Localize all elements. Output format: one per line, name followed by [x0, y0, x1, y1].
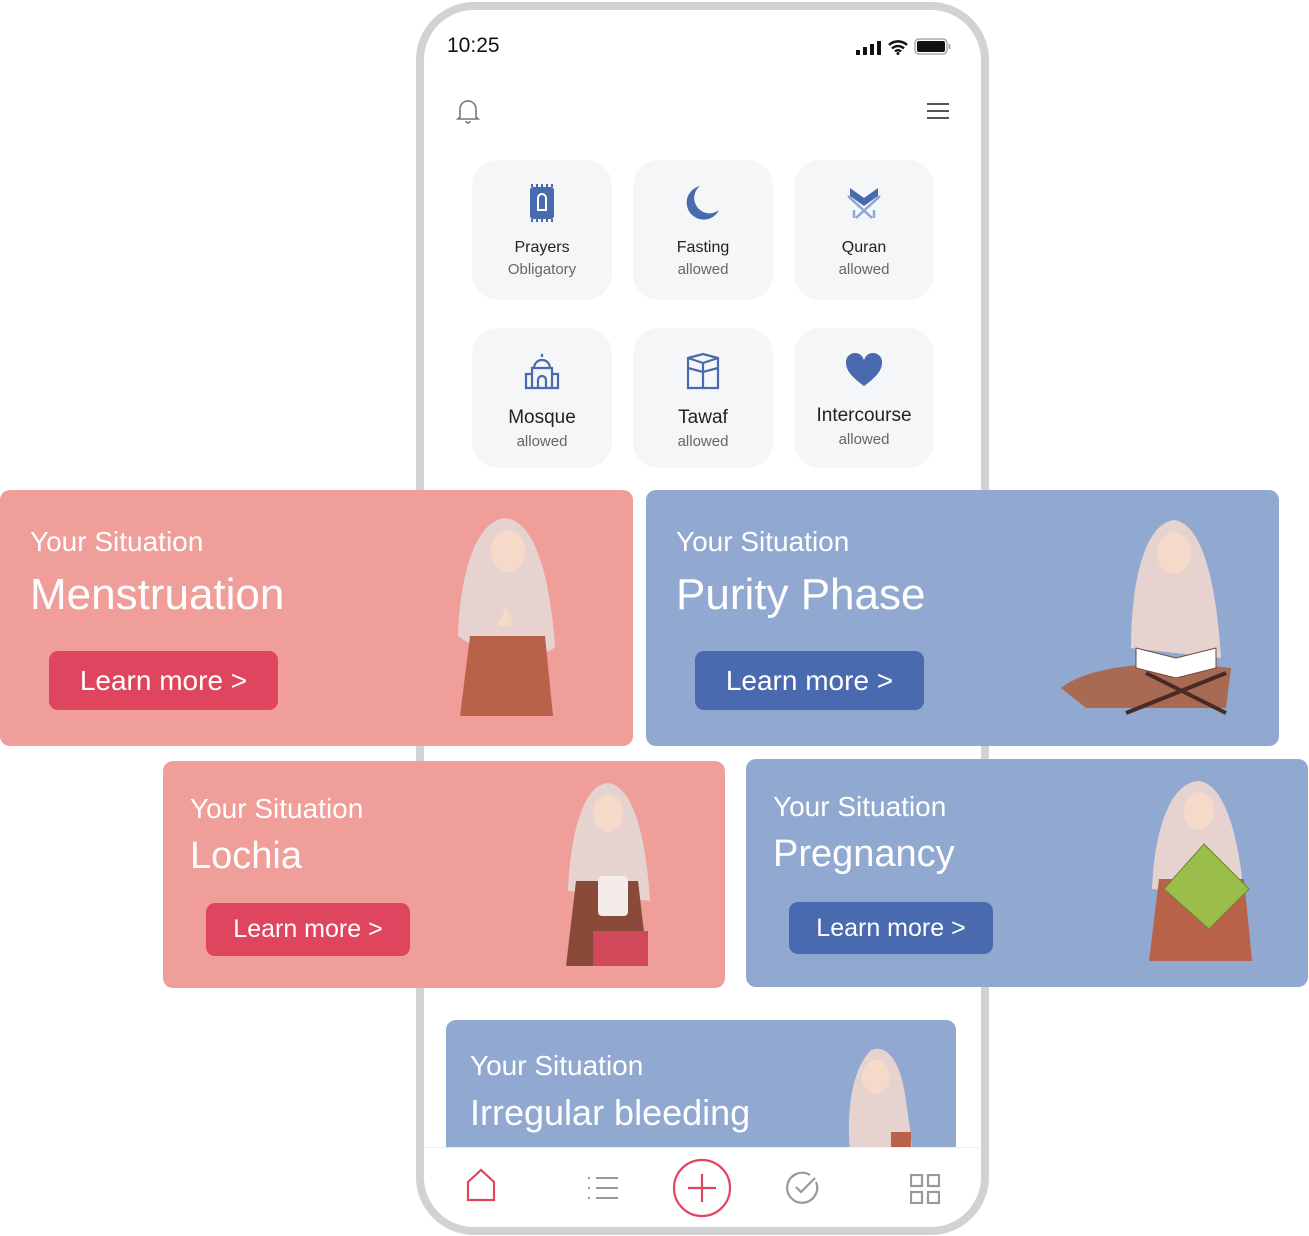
status-icons: [856, 38, 952, 55]
signal-icon: [856, 41, 881, 55]
bell-icon[interactable]: [456, 98, 480, 124]
status-time: 10:25: [447, 34, 500, 57]
bottom-nav: [424, 1147, 980, 1227]
grid-icon[interactable]: [910, 1174, 940, 1204]
tile-title: Quran: [841, 239, 887, 256]
learn-more-button[interactable]: Learn more >: [789, 902, 993, 954]
card-label: Your Situation: [676, 526, 850, 557]
situation-card-irregular-bleeding[interactable]: Your Situation Irregular bleeding: [446, 1020, 956, 1160]
woman-illustration: [848, 1048, 912, 1160]
list-icon[interactable]: [588, 1176, 618, 1200]
tile-status: allowed: [677, 261, 729, 278]
card-title: Pregnancy: [773, 833, 955, 875]
learn-more-button[interactable]: Learn more >: [49, 651, 278, 710]
card-label: Your Situation: [30, 526, 204, 557]
tile-title: Tawaf: [678, 407, 728, 428]
card-title: Menstruation: [30, 570, 285, 619]
tile-mosque[interactable]: Mosque allowed: [472, 328, 612, 468]
woman-praying-illustration: [458, 518, 555, 716]
battery-icon: [914, 38, 951, 55]
situation-card-pregnancy[interactable]: Your Situation Pregnancy Learn more >: [746, 759, 1308, 987]
card-label: Your Situation: [773, 791, 947, 822]
pregnant-woman-illustration: [1149, 781, 1252, 961]
card-title: Irregular bleeding: [470, 1092, 751, 1133]
tile-quran[interactable]: Quran allowed: [794, 160, 934, 300]
hamburger-menu-icon[interactable]: [926, 102, 950, 120]
heart-icon: [845, 352, 883, 386]
situation-card-menstruation[interactable]: Your Situation Menstruation Learn more >: [0, 490, 633, 746]
tile-prayers[interactable]: Prayers Obligatory: [472, 160, 612, 300]
quran-stand-icon: [847, 188, 881, 219]
tile-tawaf[interactable]: Tawaf allowed: [633, 328, 773, 468]
tile-title: Fasting: [676, 239, 730, 256]
card-label: Your Situation: [190, 793, 364, 824]
card-title: Purity Phase: [676, 570, 926, 619]
mosque-icon: [524, 354, 560, 390]
tile-title: Mosque: [508, 407, 576, 428]
tile-status: allowed: [516, 433, 568, 450]
learn-more-button[interactable]: Learn more >: [206, 903, 410, 956]
tile-status: Obligatory: [507, 261, 577, 278]
add-icon[interactable]: [672, 1158, 732, 1218]
prayer-mat-icon: [530, 184, 554, 222]
woman-reading-quran-illustration: [1061, 520, 1231, 715]
tile-title: Intercourse: [816, 405, 912, 426]
card-label: Your Situation: [470, 1050, 644, 1081]
home-icon[interactable]: [466, 1168, 496, 1202]
wifi-icon: [888, 40, 908, 55]
check-icon[interactable]: [786, 1170, 820, 1204]
tile-fasting[interactable]: Fasting allowed: [633, 160, 773, 300]
tile-intercourse[interactable]: Intercourse allowed: [794, 328, 934, 468]
situation-card-lochia[interactable]: Your Situation Lochia Learn more >: [163, 761, 725, 988]
card-title: Lochia: [190, 835, 302, 877]
learn-more-button[interactable]: Learn more >: [695, 651, 924, 710]
situation-card-purity-phase[interactable]: Your Situation Purity Phase Learn more >: [646, 490, 1279, 746]
tile-status: allowed: [838, 261, 890, 278]
tile-status: allowed: [677, 433, 729, 450]
woman-holding-cloth-illustration: [566, 783, 650, 966]
moon-icon: [686, 186, 719, 220]
kaaba-icon: [686, 352, 720, 390]
tile-status: allowed: [838, 431, 890, 448]
tile-title: Prayers: [514, 239, 570, 256]
